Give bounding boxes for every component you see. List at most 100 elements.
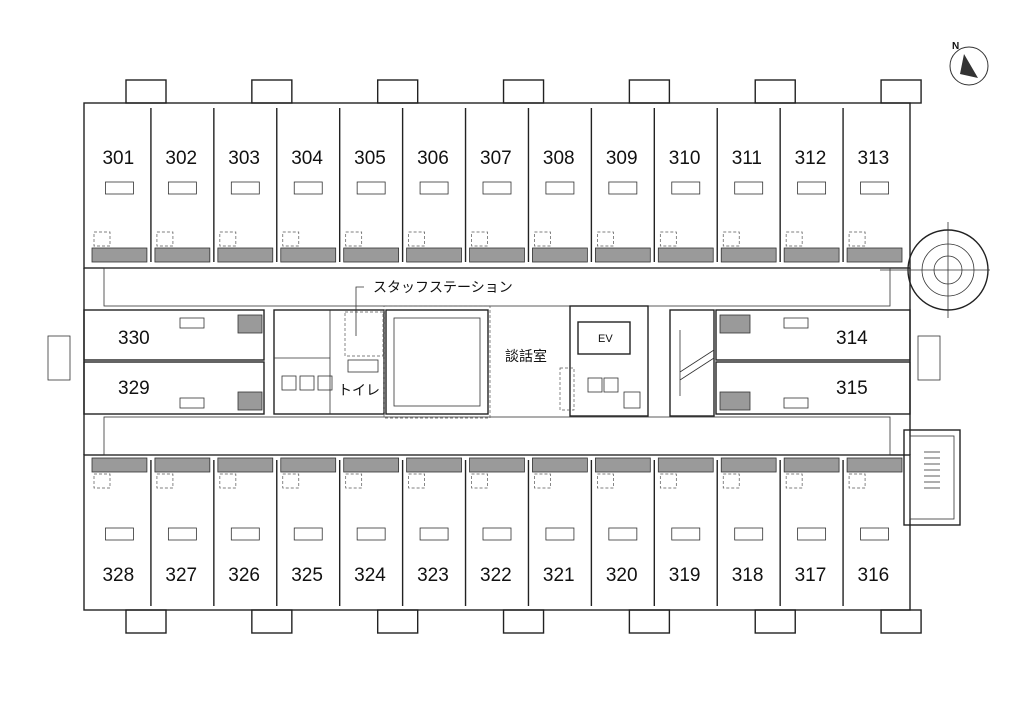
washroom-fixture (343, 247, 400, 263)
room-number: 309 (606, 148, 638, 169)
bed-icon (545, 527, 575, 541)
toilet-label: トイレ (338, 383, 380, 399)
compass-icon: N (949, 41, 989, 86)
bed-icon (167, 527, 197, 541)
room-number: 328 (102, 565, 134, 586)
washroom-fixture (280, 247, 337, 263)
elevator-label: EV (598, 333, 613, 345)
balcony (880, 79, 922, 104)
toilet-icon (408, 231, 425, 247)
room-number: 311 (732, 148, 762, 169)
room-number: 304 (291, 148, 323, 169)
room-number: 318 (732, 565, 764, 586)
room-number: 320 (606, 565, 638, 586)
room-number: 307 (480, 148, 512, 169)
washroom-fixture (91, 247, 148, 263)
washroom-fixture (469, 457, 525, 473)
bed-icon (356, 527, 386, 541)
toilet-icon (597, 231, 614, 247)
bed-icon (419, 181, 449, 195)
right-rooms (715, 309, 941, 415)
toilet-icon (785, 231, 803, 247)
room-number: 310 (669, 148, 701, 169)
spiral-stair (880, 222, 990, 318)
washroom-fixture (783, 247, 840, 263)
balcony (502, 79, 545, 104)
bed-icon (545, 181, 575, 195)
washroom-fixture (406, 457, 462, 473)
room-number: 319 (669, 565, 701, 586)
bed-icon (356, 181, 386, 195)
washroom-fixture (532, 247, 588, 263)
washroom-fixture (720, 457, 777, 473)
staff-station-label: スタッフステーション (373, 280, 513, 296)
washroom-fixture (657, 457, 714, 473)
balcony (376, 79, 419, 104)
room-number: 324 (354, 565, 386, 586)
room-number: 301 (102, 148, 134, 169)
washroom-fixture (154, 247, 211, 263)
toilet-icon (471, 473, 488, 489)
room-number: 302 (165, 148, 197, 169)
stairwell (669, 309, 715, 417)
washroom-fixture (846, 457, 903, 473)
toilet-icon (722, 231, 740, 247)
washroom-fixture (280, 457, 337, 473)
lounge-elevator-block (559, 305, 649, 417)
toilet-icon (722, 473, 740, 489)
balconies (125, 79, 922, 634)
bed-icon (105, 181, 134, 195)
room-number: 308 (543, 148, 575, 169)
toilet-icon (345, 473, 363, 489)
toilet-icon (848, 231, 866, 247)
room-number: 316 (858, 565, 890, 586)
room-number: 314 (836, 328, 868, 349)
washroom-fixture (154, 457, 211, 473)
room-number: 317 (795, 565, 827, 586)
lounge-label: 談話室 (505, 348, 547, 365)
bottom-room-partitions (150, 460, 844, 606)
room-number: 305 (354, 148, 386, 169)
balcony (754, 609, 796, 634)
elevator-box (577, 321, 631, 355)
balcony (628, 609, 671, 634)
center-core (273, 305, 491, 419)
room-number: 327 (165, 565, 197, 586)
toilet-icon (93, 473, 111, 489)
bed-icon (419, 527, 449, 541)
bed-icon (293, 527, 323, 541)
room-number: 321 (543, 565, 575, 586)
toilet-icon (93, 231, 111, 247)
balcony (125, 609, 167, 634)
washroom-fixture (594, 457, 651, 473)
washroom-fixture (594, 247, 651, 263)
balcony (251, 79, 293, 104)
washroom-fixture (406, 247, 462, 263)
toilet-icon (219, 473, 237, 489)
toilet-icon (659, 231, 677, 247)
room-number: 329 (118, 378, 150, 399)
washroom-fixture (91, 457, 148, 473)
room-number: 325 (291, 565, 323, 586)
room-number: 303 (228, 148, 260, 169)
room-number: 322 (480, 565, 512, 586)
toilet-icon (282, 473, 300, 489)
room-number: 330 (118, 328, 150, 349)
toilet-icon (848, 473, 866, 489)
bed-icon (734, 527, 764, 541)
bed-icon (608, 181, 638, 195)
toilet-icon (345, 231, 363, 247)
toilet-icon (534, 231, 551, 247)
room-number: 323 (417, 565, 449, 586)
staff-station-leader (355, 286, 364, 336)
compass-north-label: N (952, 41, 959, 52)
toilet-icon (534, 473, 551, 489)
bed-icon (734, 181, 764, 195)
toilet-icon (156, 473, 174, 489)
bed-icon (797, 527, 827, 541)
room-number: 312 (795, 148, 827, 169)
toilet-icon (785, 473, 803, 489)
top-room-partitions (150, 108, 844, 262)
room-number: 326 (228, 565, 260, 586)
